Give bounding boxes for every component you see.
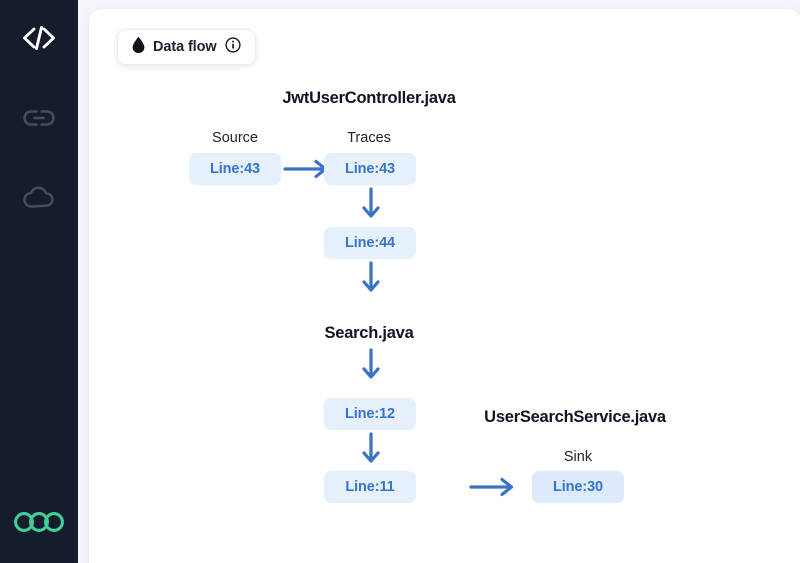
edge-arrow-down-44-to-search <box>359 261 383 306</box>
node-trace-line-44[interactable]: Line:44 <box>324 227 416 259</box>
data-flow-diagram: JwtUserController.java Source Traces Lin… <box>89 9 800 563</box>
node-trace-line-43[interactable]: Line:43 <box>324 153 416 185</box>
sidebar-item-links[interactable] <box>0 100 78 140</box>
column-label-sink: Sink <box>563 449 593 465</box>
sidebar-item-code[interactable] <box>0 20 78 60</box>
three-circles-logo <box>13 511 65 538</box>
main-stage: Data flow JwtUserController.java Source … <box>78 0 800 563</box>
code-icon <box>21 25 57 56</box>
link-icon <box>21 105 57 136</box>
file-title-search: Search.java <box>324 324 414 342</box>
node-trace-line-12[interactable]: Line:12 <box>324 398 416 430</box>
app-logo[interactable] <box>0 507 78 541</box>
column-label-traces: Traces <box>347 130 391 146</box>
column-label-source: Source <box>212 130 258 146</box>
file-title-jwtusercontroller: JwtUserController.java <box>282 89 456 107</box>
sidebar-item-cloud[interactable] <box>0 180 78 220</box>
node-sink-line-30[interactable]: Line:30 <box>532 471 624 503</box>
edge-arrow-down-43-to-44 <box>359 187 383 232</box>
file-title-usersearchservice: UserSearchService.java <box>484 408 666 426</box>
node-trace-line-11[interactable]: Line:11 <box>324 471 416 503</box>
content-card: Data flow JwtUserController.java Source … <box>88 8 800 563</box>
left-sidebar <box>0 0 78 563</box>
info-circle-icon[interactable] <box>224 36 241 58</box>
edge-arrow-down-search-to-12 <box>359 347 383 394</box>
node-source-line-43[interactable]: Line:43 <box>189 153 281 185</box>
cloud-icon <box>19 184 59 217</box>
data-flow-badge[interactable]: Data flow <box>117 29 256 65</box>
data-flow-label: Data flow <box>153 39 217 55</box>
edge-arrow-right-11-to-sink <box>469 475 525 504</box>
droplet-icon <box>132 36 145 58</box>
